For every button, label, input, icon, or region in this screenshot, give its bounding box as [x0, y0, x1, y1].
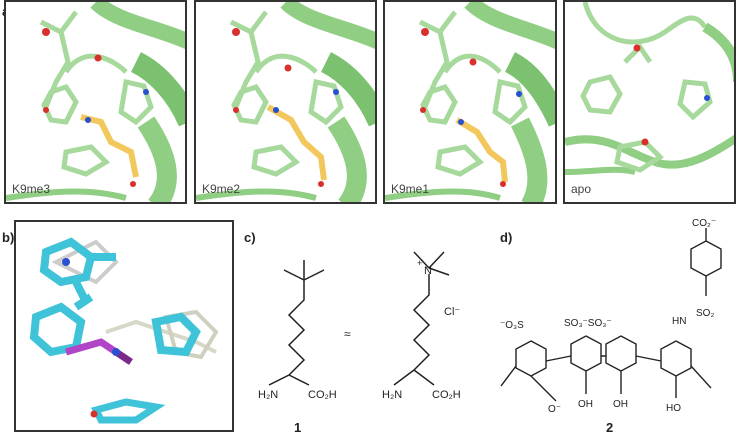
- structure-tile-k9me1: K9me1: [383, 0, 557, 204]
- molecule-1: H₂N CO₂H 1: [258, 260, 337, 435]
- carboxylate-label: CO₂⁻: [692, 218, 716, 229]
- panel-c-structures: H₂N CO₂H 1 ≈ N + Cl⁻ H₂N CO₂H: [258, 251, 461, 435]
- tile-label-k9me3: K9me3: [12, 182, 51, 196]
- nh-label: HN: [672, 316, 686, 327]
- sulfonate-middle-label: SO₃⁻SO₃⁻: [564, 318, 612, 329]
- mol2-plus: +: [417, 258, 422, 268]
- mol1-amine: H₂N: [258, 389, 278, 401]
- calixarene-2: CO₂⁻ HN SO₂ ⁻O₃S SO₃⁻SO₃⁻ O⁻ OH OH HO 2: [500, 218, 722, 435]
- compound-number-2: 2: [606, 420, 613, 435]
- mol1-acid: CO₂H: [308, 389, 337, 401]
- overlay-render: [29, 237, 219, 424]
- approx-symbol: ≈: [344, 327, 351, 341]
- mol2-counterion: Cl⁻: [444, 306, 460, 318]
- hydroxyl-1-label: OH: [578, 399, 593, 410]
- molecule-2: N + Cl⁻ H₂N CO₂H: [382, 251, 461, 401]
- tile-label-k9me2: K9me2: [202, 182, 241, 196]
- mol2-cation: N: [424, 265, 432, 277]
- hydroxyl-3-label: HO: [666, 403, 681, 414]
- tile-label-k9me1: K9me1: [391, 182, 430, 196]
- mol2-acid: CO₂H: [432, 389, 461, 401]
- sulfonate-left-label: ⁻O₃S: [500, 320, 524, 331]
- panel-d-letter: d): [500, 230, 513, 245]
- tile-label-apo: apo: [571, 182, 592, 196]
- protein-render-apo: [565, 2, 734, 175]
- protein-render-k9me2: [196, 2, 375, 202]
- phenoxide-label: O⁻: [548, 404, 561, 415]
- panel-d-structure: CO₂⁻ HN SO₂ ⁻O₃S SO₃⁻SO₃⁻ O⁻ OH OH HO 2: [500, 218, 722, 435]
- protein-render-k9me3: [6, 2, 185, 202]
- compound-number-1: 1: [294, 420, 301, 435]
- protein-render-k9me1: [385, 2, 555, 202]
- structure-tile-k9me2: K9me2: [194, 0, 377, 204]
- hydroxyl-2-label: OH: [613, 399, 628, 410]
- so2-label: SO₂: [696, 308, 714, 319]
- panel-c-letter: c): [244, 230, 256, 245]
- overlay-tile: [14, 220, 234, 432]
- structure-tile-apo: apo: [563, 0, 736, 204]
- structure-tile-k9me3: K9me3: [4, 0, 187, 204]
- panel-b-letter: b): [2, 230, 15, 245]
- mol2-amine: H₂N: [382, 389, 402, 401]
